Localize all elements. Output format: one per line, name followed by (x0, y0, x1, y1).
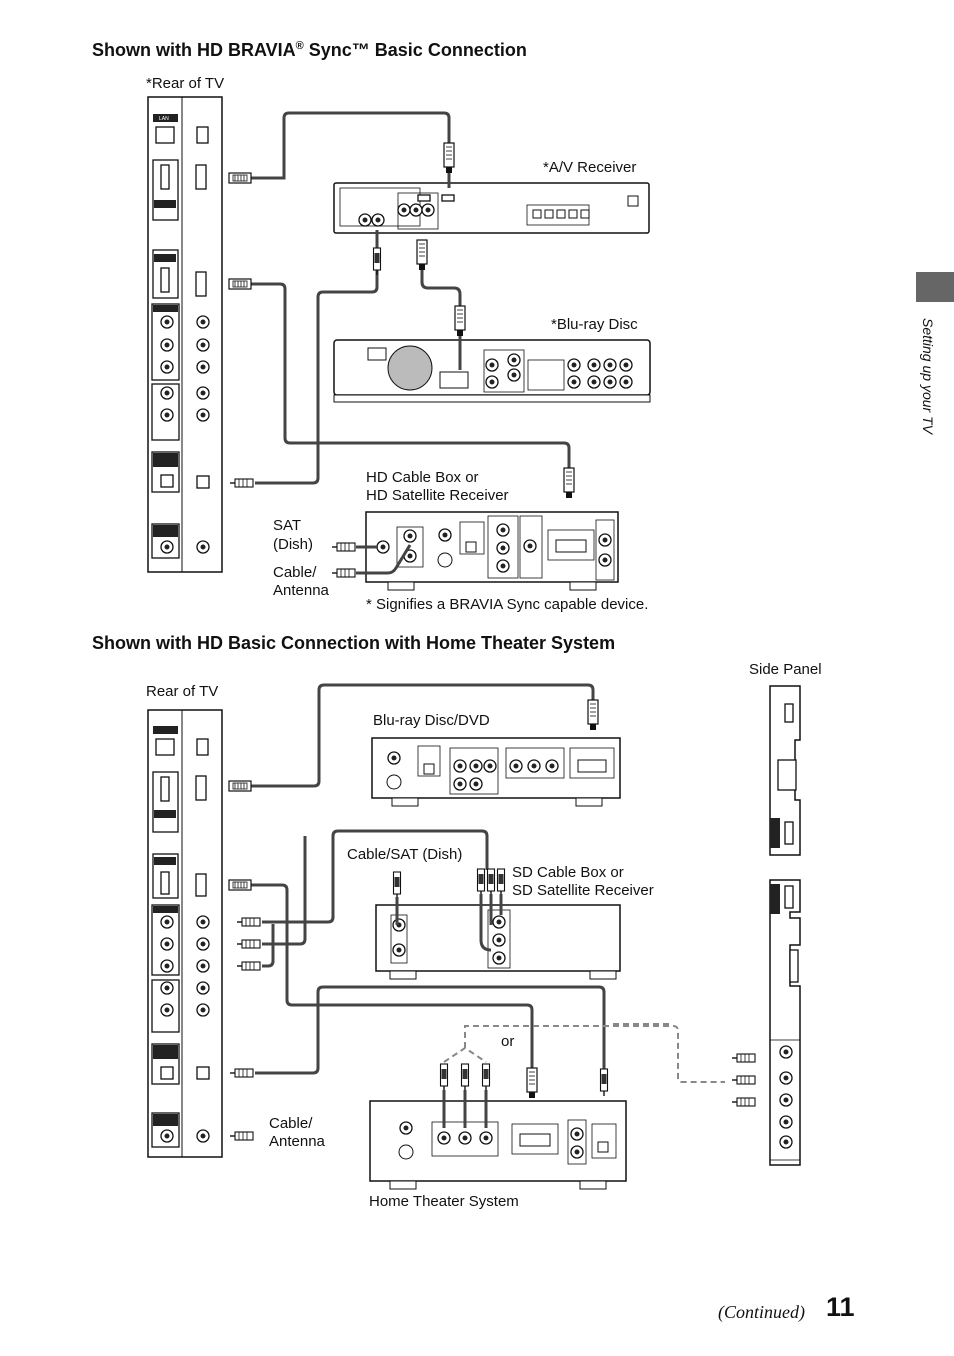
chapter-tab-marker (916, 272, 954, 302)
home-theater-label: Home Theater System (369, 1193, 519, 1210)
section1-heading-prefix: Shown with HD BRAVIA (92, 40, 296, 60)
cable-label-2a: Cable/ (269, 1115, 313, 1132)
cable-sat-label: Cable/SAT (Dish) (347, 846, 463, 863)
page-number: 11 (826, 1292, 855, 1322)
rear-of-tv-label-1: *Rear of TV (146, 75, 225, 92)
section2-heading: Shown with HD Basic Connection with Home… (92, 633, 616, 653)
cable-label-2b: Antenna (269, 1133, 325, 1150)
tv-rear-panel-2 (147, 709, 223, 1158)
or-label: or (501, 1033, 515, 1050)
av-receiver-device (333, 182, 650, 234)
section1-cables (228, 111, 575, 578)
hd-box-label-2: HD Satellite Receiver (366, 487, 509, 504)
svg-text:LAN: LAN (159, 116, 169, 122)
bluray-dvd-device (371, 737, 621, 807)
hd-cable-box-device (365, 511, 619, 591)
cable-label-1a: Cable/ (273, 564, 317, 581)
sd-cable-box-device (375, 904, 621, 980)
rear-of-tv-label-2: Rear of TV (146, 683, 219, 700)
section2-cables (228, 683, 756, 1141)
av-receiver-label: *A/V Receiver (543, 159, 637, 176)
section1-heading: Shown with HD BRAVIA® Sync™ Basic Connec… (92, 40, 527, 61)
sat-label-2: (Dish) (273, 536, 313, 553)
home-theater-device (369, 1100, 627, 1190)
footnote: * Signifies a BRAVIA Sync capable device… (366, 596, 649, 613)
bluray-label: *Blu-ray Disc (551, 316, 638, 333)
hd-box-label-1: HD Cable Box or (366, 469, 479, 486)
sd-box-label-1: SD Cable Box or (512, 864, 624, 881)
continued-label: (Continued) (718, 1302, 805, 1322)
sd-box-label-2: SD Satellite Receiver (512, 882, 654, 899)
bluray-dvd-label: Blu-ray Disc/DVD (373, 712, 490, 729)
tv-rear-panel-1: LAN (147, 96, 223, 573)
sat-label-1: SAT (273, 517, 302, 534)
tv-side-panel (769, 685, 801, 1166)
side-panel-label: Side Panel (749, 661, 822, 678)
cable-label-1b: Antenna (273, 582, 329, 599)
section1-heading-suffix: Sync™ Basic Connection (303, 40, 527, 60)
registered-mark: ® (295, 40, 304, 52)
bluray-device-1 (333, 339, 651, 403)
